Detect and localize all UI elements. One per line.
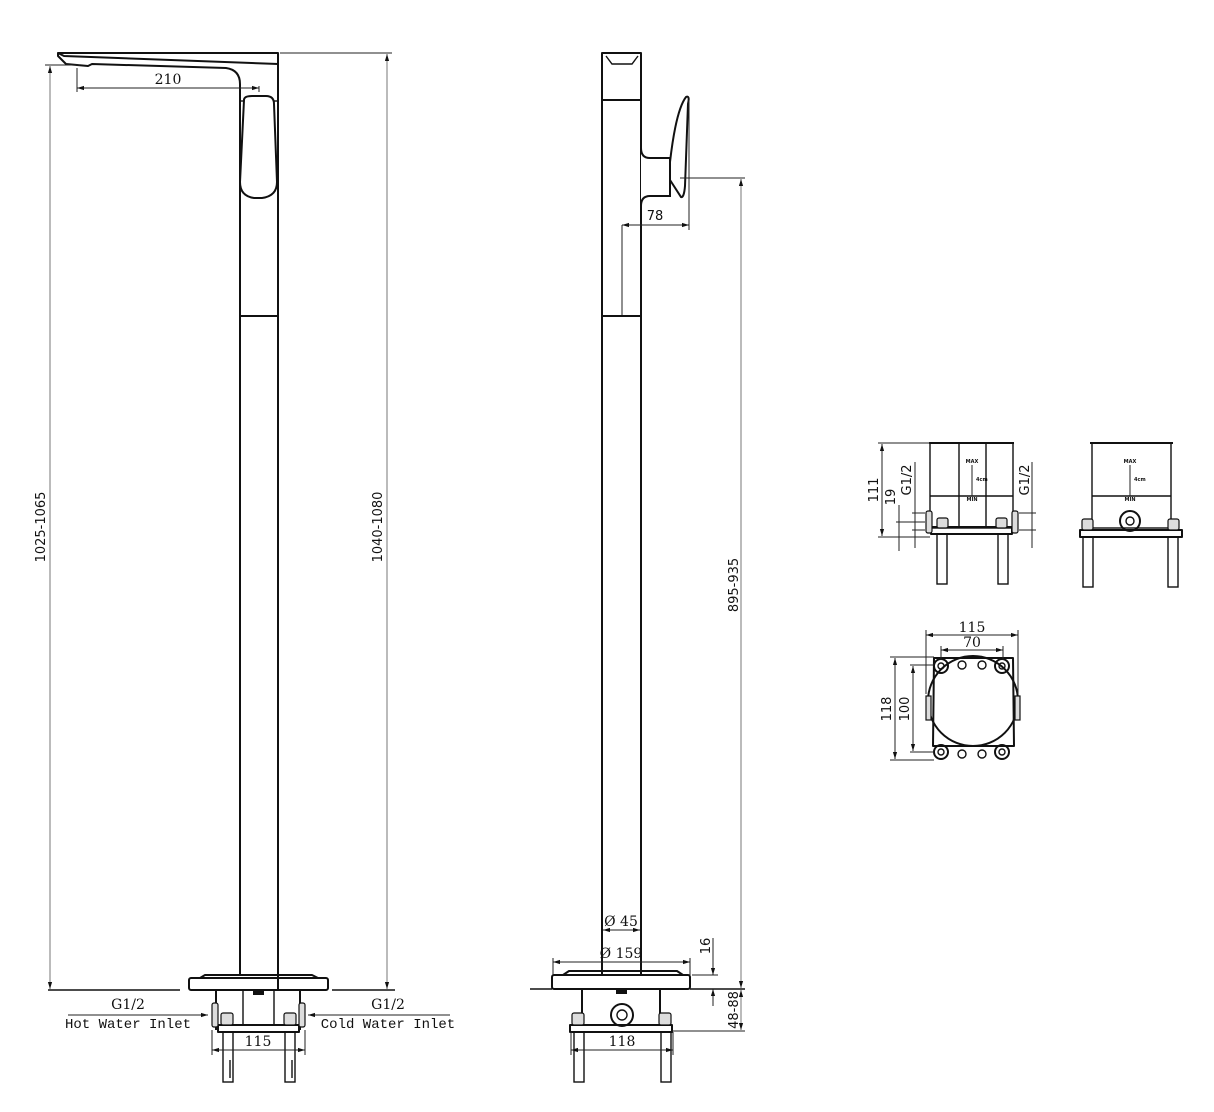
rough-in-box-side-view: MAX 4cm MIN bbox=[1079, 442, 1183, 588]
spout-outline bbox=[57, 52, 279, 66]
plan-outer-height-dimension: 118 bbox=[880, 697, 895, 722]
plan-bolt-spacing-dimension: 70 bbox=[963, 635, 981, 651]
hot-water-inlet-label: Hot Water Inlet bbox=[65, 1017, 191, 1033]
body-diameter-dimension: Ø 45 bbox=[604, 914, 638, 930]
plan-outer-width-dimension: 115 bbox=[959, 620, 986, 636]
svg-text:MAX: MAX bbox=[966, 459, 979, 465]
handle-projection-dimension: 78 bbox=[647, 209, 664, 224]
rough-in-box-plan-view: 115 70 118 100 bbox=[880, 620, 1021, 761]
install-depth-dimension: 48-88 bbox=[727, 991, 742, 1029]
front-bracket-width-dimension: 115 bbox=[245, 1034, 272, 1050]
svg-text:MAX: MAX bbox=[1124, 459, 1137, 465]
base-diameter-dimension: Ø 159 bbox=[600, 946, 643, 962]
svg-text:4cm: 4cm bbox=[976, 477, 988, 483]
base-thickness-dimension: 16 bbox=[699, 938, 714, 955]
hot-inlet-thread: G1/2 bbox=[111, 997, 145, 1013]
side-rough-in-box bbox=[569, 989, 673, 1083]
side-handle-outline bbox=[640, 147, 671, 207]
rough-in-box-front-view: MAX 4cm MIN 111 19 G1/2 G1/2 bbox=[867, 442, 1036, 585]
overall-height-right-dimension: 1040-1080 bbox=[371, 492, 386, 563]
front-rough-in-box bbox=[211, 990, 306, 1083]
svg-text:MIN: MIN bbox=[966, 497, 977, 503]
overall-height-left-dimension: 1025-1065 bbox=[34, 492, 49, 563]
front-view: 210 1025-1065 1040-1080 G1/2 Hot Water I… bbox=[34, 52, 455, 1083]
plan-inner-height-dimension: 100 bbox=[898, 697, 913, 722]
side-bracket-width-dimension: 118 bbox=[609, 1034, 636, 1050]
side-view: 78 895-935 Ø 45 Ø 159 16 48-88 118 bbox=[530, 52, 745, 1083]
box-left-thread: G1/2 bbox=[900, 465, 915, 496]
cold-water-inlet-label: Cold Water Inlet bbox=[321, 1017, 455, 1033]
svg-text:4cm: 4cm bbox=[1134, 477, 1146, 483]
box-height-dimension: 111 bbox=[867, 478, 882, 503]
cold-inlet-thread: G1/2 bbox=[371, 997, 405, 1013]
handle-outline bbox=[239, 95, 278, 199]
box-right-thread: G1/2 bbox=[1018, 465, 1033, 496]
spout-reach-dimension: 210 bbox=[155, 72, 182, 88]
inlet-offset-dimension: 19 bbox=[884, 489, 899, 506]
handle-height-dimension: 895-935 bbox=[727, 558, 742, 612]
svg-text:MIN: MIN bbox=[1124, 497, 1135, 503]
